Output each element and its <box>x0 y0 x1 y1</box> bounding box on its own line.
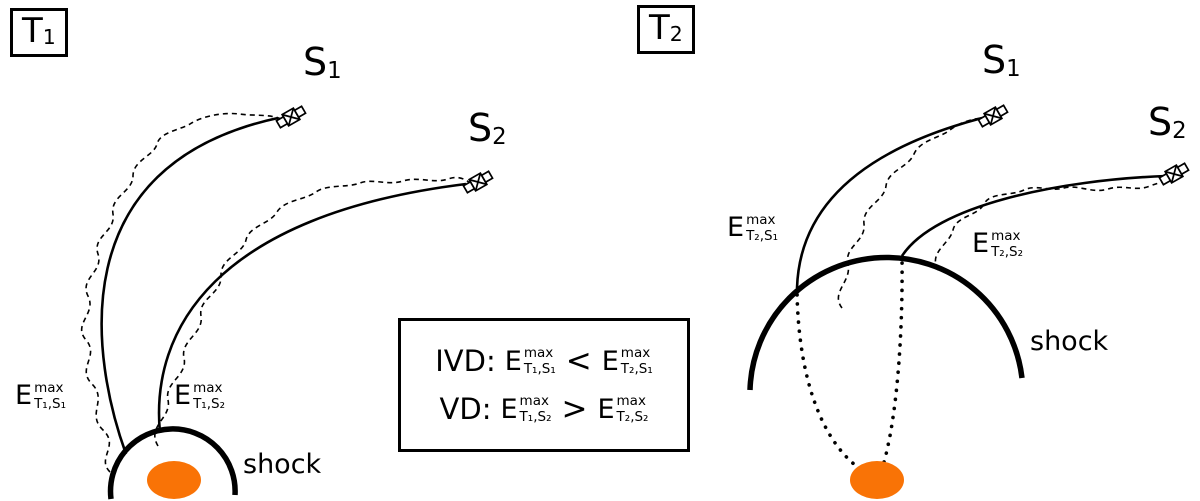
energy-symbol: E <box>727 212 745 244</box>
energy-sup: max <box>991 228 1021 244</box>
t2-field-line-s1 <box>795 116 983 289</box>
energy-sub: T₁,S₁ <box>523 361 556 377</box>
t2-sun-to-shock-line-s2 <box>882 256 904 464</box>
energy-symbol: E <box>15 380 33 412</box>
t1-panel-art <box>80 103 495 500</box>
energy-label-t2-s1: E max T₂,S₁ <box>727 212 778 243</box>
energy-sub: T₂,S₂ <box>991 243 1023 260</box>
t1-field-line-s2 <box>157 182 467 434</box>
energy-label-legend-t1-s2: E max T₁,S₂ <box>500 393 552 425</box>
s1-sub: 1 <box>327 57 342 84</box>
s2-base: S <box>468 106 493 150</box>
energy-scripts: max T₂,S₁ <box>621 346 653 377</box>
t2-time-box: T2 <box>637 5 695 55</box>
t1-shock-label: shock <box>243 449 322 480</box>
energy-sub: T₁,S₁ <box>34 395 66 412</box>
sun-icon <box>850 461 904 499</box>
energy-sup: max <box>193 380 223 396</box>
energy-sup: max <box>34 380 64 396</box>
energy-label-legend-t1-s1: E max T₁,S₁ <box>504 345 556 377</box>
t2-s2-label: S2 <box>1148 100 1187 144</box>
t1-time-label: T <box>22 11 43 51</box>
t1-shock-arc <box>107 426 238 500</box>
legend-box: IVD: E max T₁,S₁ < E max T₂,S₁ VD: E <box>398 318 690 452</box>
t1-field-line-s1 <box>100 116 279 455</box>
sun-icon <box>147 461 201 499</box>
energy-sub: T₂,S₁ <box>746 227 778 244</box>
t2-time-label: T <box>649 8 670 48</box>
energy-sup: max <box>523 345 554 362</box>
energy-sub: T₂,S₁ <box>620 361 653 377</box>
energy-symbol: E <box>601 345 619 377</box>
greater-than-operator: > <box>561 391 588 427</box>
vd-label: VD: <box>439 392 492 426</box>
t2-time-sub: 2 <box>669 22 683 47</box>
energy-symbol: E <box>597 393 615 425</box>
satellite-icon <box>1157 160 1191 188</box>
energy-scripts: max T₁,S₁ <box>34 380 66 412</box>
s1-base: S <box>303 40 328 84</box>
energy-scripts: max T₁,S₂ <box>193 380 225 412</box>
energy-scripts: max T₂,S₂ <box>617 394 649 425</box>
t1-particle-path-s2 <box>154 176 472 447</box>
t1-s2-label: S2 <box>468 106 507 150</box>
energy-label-t1-s2: E max T₁,S₂ <box>174 380 225 411</box>
energy-sub: T₂,S₂ <box>616 409 649 425</box>
less-than-operator: < <box>565 343 592 379</box>
energy-scripts: max T₁,S₁ <box>524 346 556 377</box>
energy-sub: T₁,S₂ <box>519 409 552 425</box>
satellite-icon <box>461 168 495 196</box>
t2-particle-path-s2 <box>934 179 1173 271</box>
satellite-icon <box>976 102 1010 130</box>
t2-shock-label: shock <box>1030 326 1109 357</box>
energy-sup: max <box>746 212 776 228</box>
legend-row-ivd: IVD: E max T₁,S₁ < E max T₂,S₁ <box>409 343 679 379</box>
energy-symbol: E <box>504 345 522 377</box>
t2-shock-arc <box>747 254 1025 391</box>
t1-time-box: T1 <box>10 8 68 58</box>
energy-symbol: E <box>972 228 990 260</box>
s2-sub: 2 <box>492 123 507 150</box>
energy-scripts: max T₁,S₂ <box>520 394 552 425</box>
energy-label-legend-t2-s1: E max T₂,S₁ <box>601 345 653 377</box>
satellite-icon <box>274 103 308 131</box>
t1-particle-path-s1 <box>80 112 282 473</box>
energy-scripts: max T₂,S₂ <box>991 228 1023 260</box>
t1-s1-label: S1 <box>303 40 342 84</box>
energy-sup: max <box>616 393 646 410</box>
s2-sub: 2 <box>1172 117 1187 144</box>
s1-base: S <box>982 38 1007 82</box>
energy-symbol: E <box>500 393 518 425</box>
s1-sub: 1 <box>1006 55 1021 82</box>
energy-sup: max <box>620 345 651 362</box>
t2-panel-art <box>747 102 1191 499</box>
energy-sub: T₁,S₂ <box>193 395 225 412</box>
energy-label-t2-s2: E max T₂,S₂ <box>972 228 1023 259</box>
t2-s1-label: S1 <box>982 38 1021 82</box>
energy-label-legend-t2-s2: E max T₂,S₂ <box>597 393 649 425</box>
energy-scripts: max T₂,S₁ <box>746 212 778 244</box>
t2-field-line-s2 <box>900 174 1167 257</box>
legend-row-vd: VD: E max T₁,S₂ > E max T₂,S₂ <box>409 391 679 427</box>
t2-sun-to-shock-line-s1 <box>795 288 862 471</box>
ivd-label: IVD: <box>435 344 496 378</box>
energy-label-t1-s1: E max T₁,S₁ <box>15 380 66 411</box>
energy-sup: max <box>519 393 549 410</box>
energy-symbol: E <box>174 380 192 412</box>
t1-time-sub: 1 <box>42 25 56 50</box>
s2-base: S <box>1148 100 1173 144</box>
